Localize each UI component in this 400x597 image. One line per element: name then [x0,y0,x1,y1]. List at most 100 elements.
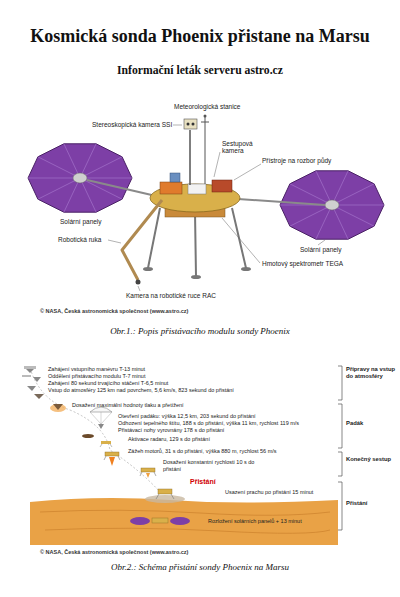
parachute [82,434,94,438]
camera-mast [184,119,197,185]
landed-lander [130,517,150,525]
phase-bracket [338,404,342,448]
phase-bracket [338,366,342,400]
leader-line [234,164,261,180]
leader-line [173,125,182,126]
cruise-stage [22,375,31,377]
weather-mast [201,122,209,123]
solar-panel [28,144,132,212]
page-title: Kosmická sonda Phoenix přistane na Marsu [0,26,400,48]
landed-lander [158,489,172,494]
figure-caption: Obr.2.: Schéma přistání sondy Phoenix na… [0,562,400,573]
phase-label: Konečný sestup [346,456,398,463]
figure-caption: Obr.1.: Popis přistávacího modulu sondy … [0,326,400,337]
leader-line [214,152,220,177]
event-label: Dosažení konstantní rychlosti 10 s do př… [163,459,273,472]
robotic-arm [122,200,162,280]
leader-line [222,218,260,263]
weather-mast [204,115,207,118]
event-label: Dosažení maximální hodnoty tlaku a přetí… [72,402,184,409]
solar-panel [280,171,384,239]
part-label: Stereoskopická kamera SSI [92,121,172,128]
part-label: Meteorologická stanice [174,103,240,110]
entry-capsule [50,404,66,412]
descending-lander [105,452,119,456]
parachute [82,407,112,447]
camera-mast [192,123,195,126]
event-label: Rozložení solárních panelů + 13 minut [208,518,302,525]
event-label: Aktivace radaru, 129 s do přistání [128,436,210,443]
event-label: Zahájení vstupního manévru T-13 minut [48,366,145,373]
camera-mast [189,130,191,185]
lander-body [170,173,180,182]
event-label: Zahájení 80 sekund trvajícího stáčení T-… [48,380,168,387]
robotic-arm [136,280,141,285]
phase-bracket [338,482,342,530]
event-label: Přistávací nohy vyrovnány 178 s do přist… [118,427,224,434]
leader-line [108,240,121,243]
solar-panel [73,173,87,183]
lander-body [160,182,182,194]
landed-lander [156,494,174,499]
panel-arm [87,180,156,196]
descending-lander [146,473,150,478]
landed-lander [130,489,190,525]
phase-bracket [338,366,342,530]
lander-leg [148,208,246,276]
part-label: Sestupová kamera [222,140,262,155]
cruise-stage [22,366,44,399]
event-label: Oddělení přistávacího modulu T-7 minut [48,373,145,380]
part-label: Solární panely [60,218,102,225]
copyright: © NASA, Česká astronomická společnost (w… [40,549,188,556]
landing-label: Přistání [190,478,216,486]
cruise-stage [34,394,44,399]
solar-panel [325,200,339,210]
phase-label: Přistání [346,500,398,507]
camera-mast [184,119,197,129]
landed-lander [170,517,190,525]
event-label: Odhození tepelného štítu, 188 s do přist… [118,420,299,427]
leader-line [138,286,140,291]
camera-mast [187,123,190,126]
event-label: Usazení prachu po přistání 15 minut [225,489,313,496]
event-label: Otevření padáku: výška 12,5 km, 203 seku… [118,413,256,420]
solar-panel [280,171,384,239]
descending-lander [104,452,156,478]
lander-body [150,173,240,217]
entry-capsule [53,404,63,410]
weather-mast [201,115,209,185]
landed-lander [152,518,168,523]
leader-line [318,240,325,245]
cruise-stage [24,366,36,369]
lander-figure [28,115,384,292]
entry-capsule [50,404,66,412]
robotic-arm [122,200,162,285]
lander-body [188,184,206,194]
part-label: Přístroje na rozbor půdy [262,157,331,164]
lander-leg [143,267,153,271]
descending-lander [109,457,115,466]
lander-body [212,180,232,192]
solar-panel [28,144,132,212]
mars-ground [30,498,338,545]
phase-bracket [338,452,342,476]
copyright: © NASA, Česká astronomická společnost (w… [40,308,188,315]
parachute [98,424,104,429]
part-label: Hmotový spektrometr TEGA [262,260,343,267]
landing-figure [22,366,342,545]
part-label: Solární panely [300,246,342,253]
phase-label: Padák [346,420,398,427]
part-label: Robotická ruka [58,236,101,243]
cruise-stage [27,386,36,391]
lander-leg [241,267,251,271]
ground-ridge [40,510,330,533]
part-label: Kamera na robotické ruce RAC [126,292,216,299]
descending-lander [141,468,155,472]
parachute [90,412,112,424]
event-label: Zážeh motorů, 31 s do přistání, výška 88… [128,448,277,455]
cruise-stage [26,369,34,373]
subtitle: Informační leták serveru astro.cz [0,64,400,78]
panel-arm [238,199,325,205]
parachute [100,444,112,447]
